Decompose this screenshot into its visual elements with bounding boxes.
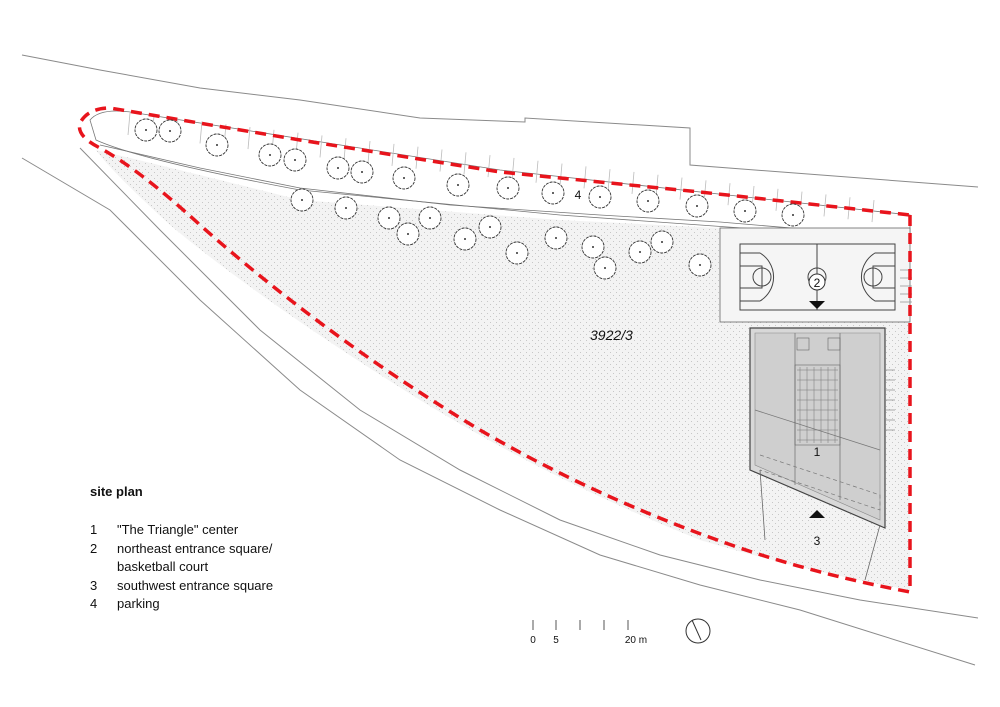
tree-icon xyxy=(396,222,420,246)
legend: site plan 1 "The Triangle" center 2 nort… xyxy=(90,484,287,614)
tree-icon xyxy=(541,181,565,205)
legend-number: 4 xyxy=(90,596,98,612)
triangle-center-building xyxy=(749,327,895,529)
tree-icon xyxy=(283,148,307,172)
tree-icon xyxy=(636,189,660,213)
legend-text: parking xyxy=(117,596,160,612)
south-curb-line xyxy=(79,147,979,619)
scale-label-0: 0 xyxy=(530,635,536,646)
tree-icon xyxy=(392,166,416,190)
north-street-line xyxy=(21,54,979,188)
tree-icon xyxy=(377,206,401,230)
scale-bar xyxy=(532,620,629,630)
tree-icon xyxy=(158,119,182,143)
legend-text: southwest entrance square xyxy=(117,577,274,593)
tree-icon xyxy=(334,196,358,220)
basketball-court xyxy=(739,243,896,311)
marker-3: 3 xyxy=(814,534,821,548)
entrance-triangle-icon xyxy=(809,301,825,309)
south-street-line xyxy=(21,157,976,666)
tree-icon xyxy=(478,215,502,239)
legend-number: 1 xyxy=(90,522,98,537)
scale-label-20: 20 m xyxy=(625,635,647,646)
parking-inner-line xyxy=(99,144,911,239)
legend-number: 2 xyxy=(90,540,98,556)
parcel-label: 3922/3 xyxy=(590,327,633,343)
tree-icon xyxy=(290,188,314,212)
legend-title: site plan xyxy=(90,484,143,499)
tree-icon xyxy=(628,240,652,264)
trees xyxy=(134,118,805,280)
tree-icon xyxy=(581,235,605,259)
legend-text: "The Triangle" center xyxy=(117,522,239,537)
legend-number: 3 xyxy=(90,577,98,593)
legend-item: 4 parking xyxy=(90,595,287,614)
tree-icon xyxy=(350,160,374,184)
tree-icon xyxy=(688,253,712,277)
north-arrow-icon xyxy=(685,618,711,644)
marker-1: 1 xyxy=(814,445,821,459)
southwest-entrance-lines xyxy=(759,469,881,581)
marker-2-circle xyxy=(808,273,826,291)
marker-2: 2 xyxy=(814,276,821,290)
legend-item: 3 southwest entrance square xyxy=(90,577,287,596)
context-lines xyxy=(21,54,979,666)
tree-icon xyxy=(134,118,158,142)
tree-icon xyxy=(453,227,477,251)
legend-item: 1 "The Triangle" center xyxy=(90,521,287,540)
tree-icon xyxy=(446,173,470,197)
scale-label-5: 5 xyxy=(553,635,559,646)
tree-icon xyxy=(418,206,442,230)
tree-icon xyxy=(588,185,612,209)
property-boundary xyxy=(77,106,912,595)
tree-icon xyxy=(733,199,757,223)
tree-icon xyxy=(650,230,674,254)
legend-item: 2 northeast entrance square/ basketball … xyxy=(90,540,287,577)
tree-icon xyxy=(496,176,520,200)
tree-icon xyxy=(685,194,709,218)
tree-icon xyxy=(258,143,282,167)
entrance-triangle-icon xyxy=(809,510,825,518)
tree-icon xyxy=(505,241,529,265)
tree-icon xyxy=(593,256,617,280)
tree-icon xyxy=(544,226,568,250)
tree-icon xyxy=(326,156,350,180)
tree-icon xyxy=(205,133,229,157)
tree-icon xyxy=(781,203,805,227)
legend-text: northeast entrance square/ basketball co… xyxy=(117,540,273,575)
marker-4: 4 xyxy=(575,188,582,202)
